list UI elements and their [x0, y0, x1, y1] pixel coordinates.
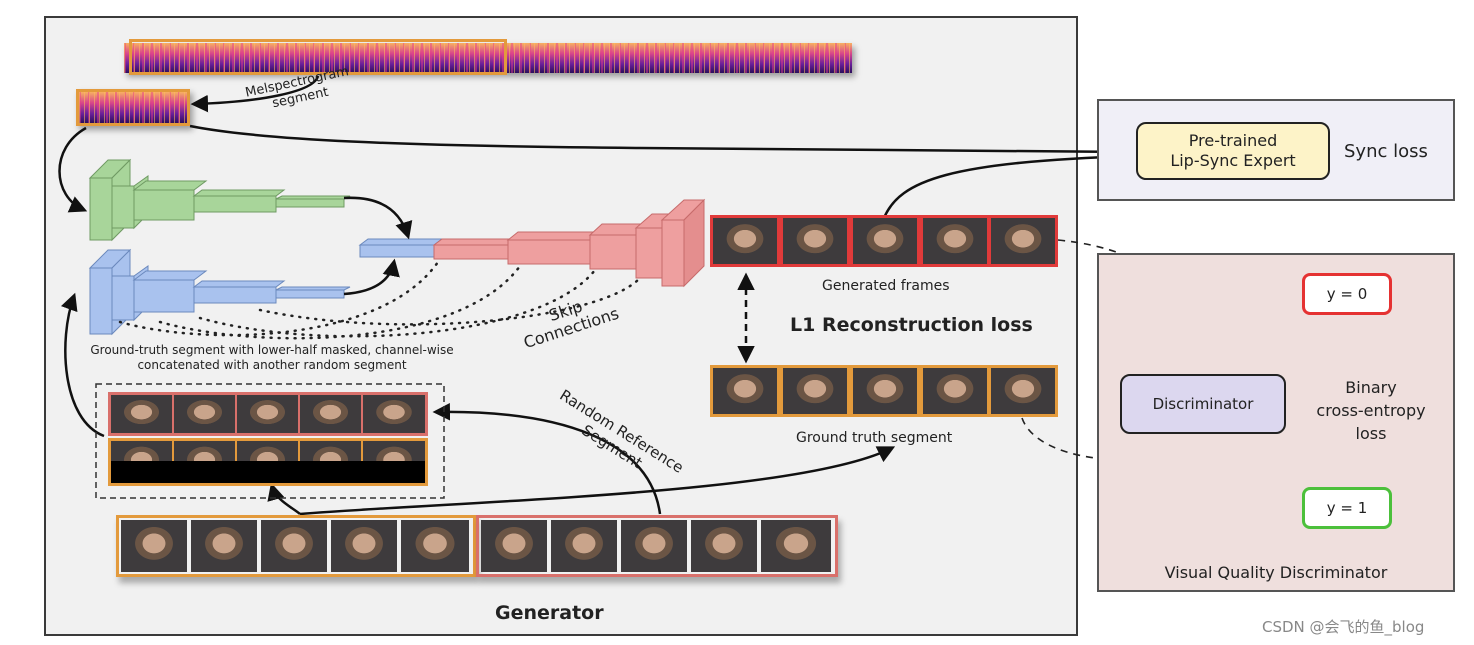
source-window-reference: [476, 515, 838, 577]
visual-quality-title: Visual Quality Discriminator: [1164, 563, 1388, 582]
bce-line1: Binary: [1345, 378, 1397, 397]
ground-truth-frames: [710, 365, 1058, 417]
mel-segment: [76, 89, 190, 126]
source-frame: [551, 520, 617, 572]
bce-loss-label: Binary cross-entropy loss: [1296, 376, 1446, 445]
reference-frame: [237, 395, 300, 433]
ground-truth-frame: [850, 365, 920, 417]
ground-truth-frame: [988, 365, 1058, 417]
generated-frame: [850, 215, 920, 267]
source-frame: [401, 520, 469, 572]
source-frame: [121, 520, 187, 572]
sync-loss-label: Sync loss: [1344, 141, 1428, 162]
audio-encoder-to-decoder-arrow: [343, 196, 413, 240]
ground-truth-label: Ground truth segment: [796, 430, 953, 446]
source-frame: [191, 520, 257, 572]
ground-truth-frame: [780, 365, 850, 417]
discriminator-label: Discriminator: [1152, 395, 1254, 413]
encoder-caption-line2: concatenated with another random segment: [137, 358, 407, 372]
masked-stack-outline: [95, 383, 445, 499]
source-frame: [331, 520, 397, 572]
skip-connections: [118, 260, 642, 340]
generated-frames-label: Generated frames: [822, 278, 950, 294]
masked-row: [108, 438, 428, 486]
source-frame: [481, 520, 547, 572]
source-window-gt: [116, 515, 476, 577]
source-frame: [761, 520, 831, 572]
lower-half-mask: [111, 461, 425, 483]
generator-title: Generator: [495, 602, 604, 624]
melspectrogram-strip: [124, 43, 852, 73]
y1-label: y = 1: [1326, 499, 1368, 517]
generated-frames: [710, 215, 1058, 267]
source-frame: [691, 520, 757, 572]
generated-frame: [780, 215, 850, 267]
decoder: [358, 198, 706, 288]
bce-line2: cross-entropy: [1316, 401, 1426, 420]
reference-frame: [300, 395, 363, 433]
lip-sync-expert-box: Pre-trained Lip-Sync Expert: [1136, 122, 1330, 180]
y0-label: y = 0: [1326, 285, 1368, 303]
source-frame: [621, 520, 687, 572]
ground-truth-frame: [920, 365, 990, 417]
mel-window-to-segment-arrow: [190, 75, 320, 113]
l1-loss-label: L1 Reconstruction loss: [790, 314, 1033, 336]
reference-frame: [363, 395, 425, 433]
expert-label-line1: Pre-trained: [1188, 131, 1278, 150]
bce-line3: loss: [1355, 424, 1387, 443]
encoder-caption: Ground-truth segment with lower-half mas…: [82, 343, 462, 373]
gt-window-to-stack-arrow: [267, 482, 301, 515]
audio-encoder: [88, 158, 351, 242]
generated-to-sync-expert-arrow: [882, 154, 1135, 219]
reference-frame: [111, 395, 174, 433]
y0-box: y = 0: [1302, 273, 1392, 315]
gt-window-to-ground-truth-arrow: [299, 446, 896, 516]
mel-to-audio-encoder-arrow: [58, 126, 88, 213]
face-encoder: [88, 248, 351, 336]
face-encoder-to-bottleneck-arrow: [343, 258, 400, 296]
discriminator-box: Discriminator: [1120, 374, 1286, 434]
y1-box: y = 1: [1302, 487, 1392, 529]
generated-frame: [920, 215, 990, 267]
expert-label-line2: Lip-Sync Expert: [1170, 151, 1296, 170]
reference-row: [108, 392, 428, 436]
generated-frame: [988, 215, 1058, 267]
source-frame: [261, 520, 327, 572]
encoder-caption-line1: Ground-truth segment with lower-half mas…: [90, 343, 454, 357]
random-ref-to-stack-arrow: [432, 403, 662, 515]
generated-frame: [710, 215, 780, 267]
mel-window-highlight: [129, 39, 507, 75]
reference-frame: [174, 395, 237, 433]
watermark: CSDN @会飞的鱼_blog: [1262, 618, 1425, 636]
ground-truth-frame: [710, 365, 780, 417]
mel-to-sync-expert-arrow: [189, 124, 1136, 161]
masked-stack-to-face-encoder-arrow: [60, 292, 105, 438]
